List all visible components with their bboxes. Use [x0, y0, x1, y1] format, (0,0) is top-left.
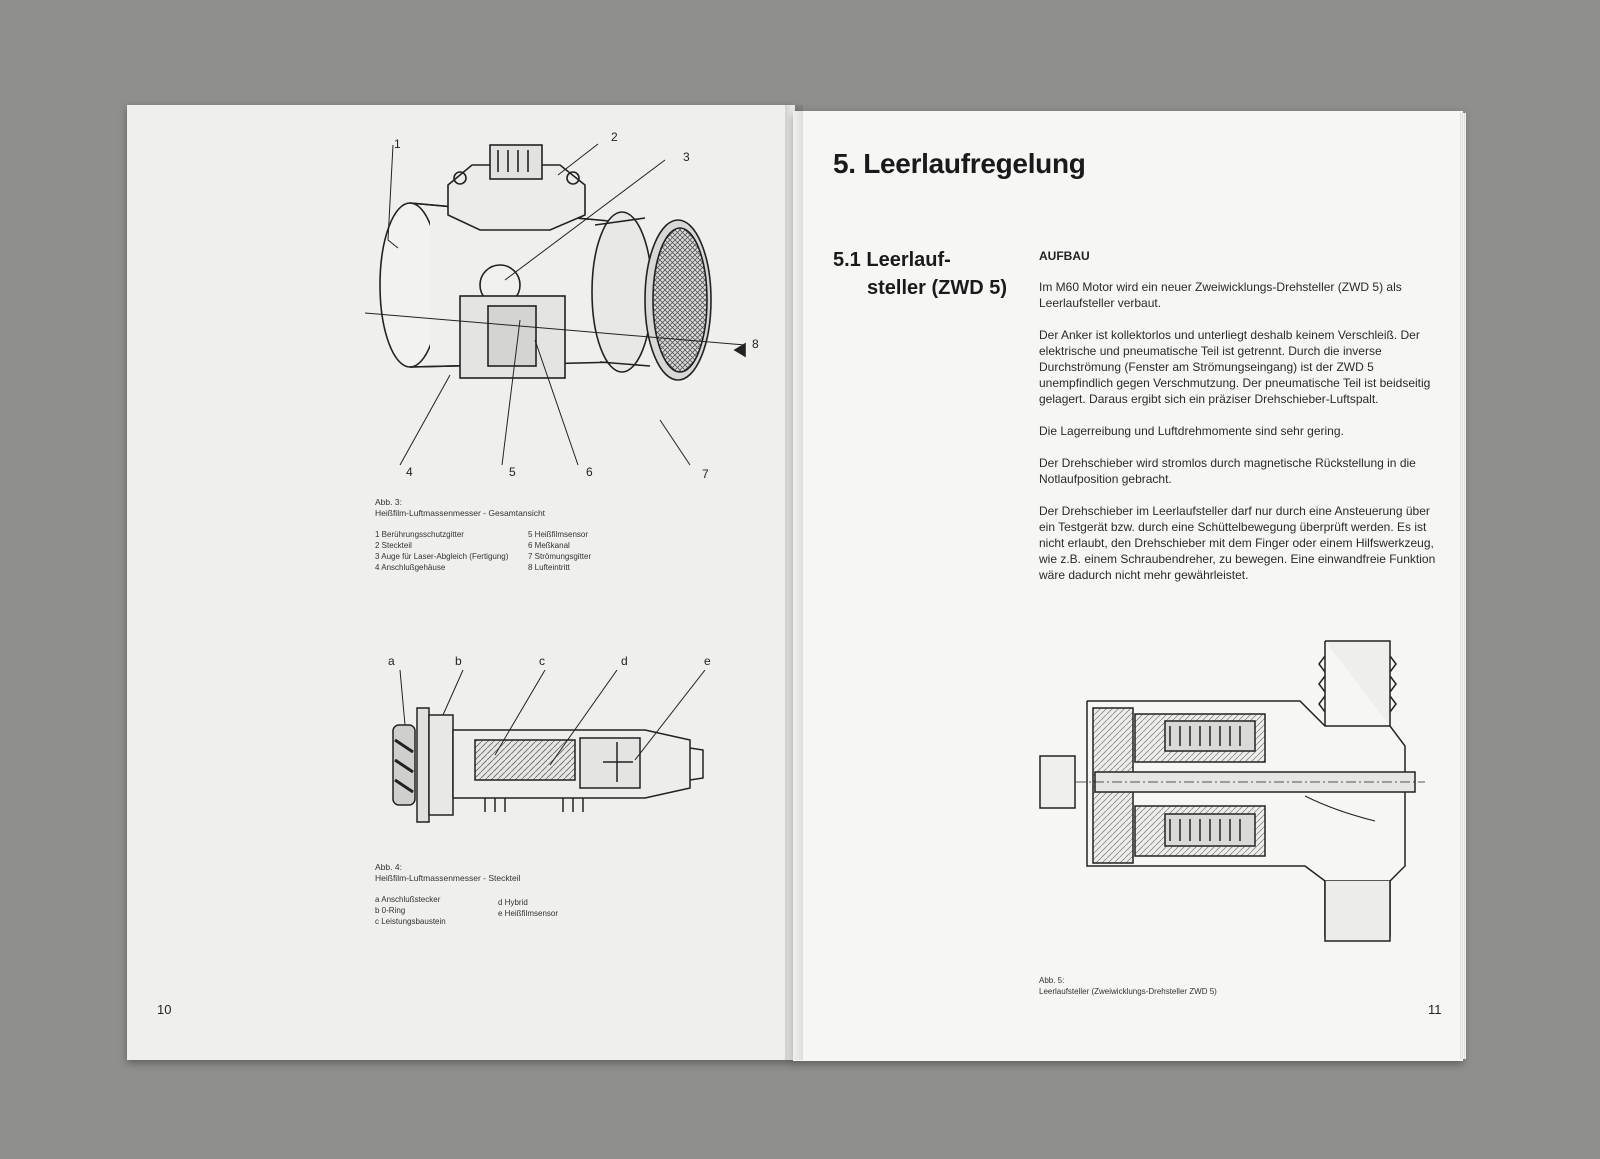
section-title: 5.1 Leerlauf- steller (ZWD 5): [833, 246, 1007, 302]
legend-item: 2 Steckteil: [375, 541, 412, 550]
figure-5-caption-title: Leerlaufsteller (Zweiwicklungs-Drehstell…: [1039, 987, 1217, 996]
legend-item: e Heißfilmsensor: [498, 909, 559, 918]
callout-2: 2: [611, 130, 618, 144]
figure-4-caption-number: Abb. 4:: [375, 862, 402, 872]
figure-4-legend-left: a Anschlußstecker b 0-Ring c Leistungsba…: [375, 894, 446, 927]
book-gutter: [785, 105, 803, 1060]
callout-1: 1: [394, 137, 401, 151]
paragraph: Der Drehschieber im Leerlaufsteller darf…: [1039, 504, 1436, 582]
callout-4: 4: [406, 465, 413, 479]
figure-3-caption: Abb. 3: Heißfilm-Luftmassenmesser - Gesa…: [375, 497, 545, 519]
legend-item: 8 Lufteintritt: [528, 563, 570, 572]
figure-3-legend-left: 1 Berührungsschutzgitter 2 Steckteil 3 A…: [375, 529, 508, 573]
body-text: Im M60 Motor wird ein neuer Zweiwicklung…: [1039, 279, 1439, 599]
figure-3-caption-title: Heißfilm-Luftmassenmesser - Gesamtansich…: [375, 508, 546, 518]
figure-3-air-mass-meter-drawing: [364, 143, 746, 466]
section-title-line-1: 5.1 Leerlauf-: [833, 249, 951, 271]
figure-5-caption-number: Abb. 5:: [1039, 976, 1065, 985]
chapter-title: 5. Leerlaufregelung: [833, 148, 1086, 179]
legend-item: 3 Auge für Laser-Abgleich (Fertigung): [375, 552, 509, 561]
legend-item: 6 Meßkanal: [528, 541, 570, 550]
figure-3-caption-number: Abb. 3:: [375, 497, 402, 507]
callout-3: 3: [683, 150, 690, 164]
callout-d: d: [621, 654, 628, 668]
callout-6: 6: [586, 465, 593, 479]
figure-5-idle-actuator-drawing: [1039, 640, 1425, 942]
figure-4-caption-title: Heißfilm-Luftmassenmesser - Steckteil: [375, 873, 521, 883]
legend-item: c Leistungsbaustein: [375, 917, 446, 926]
legend-item: 5 Heißfilmsensor: [528, 530, 589, 539]
subheading: AUFBAU: [1039, 249, 1090, 263]
figure-4-plug-in-part-drawing: [392, 670, 706, 823]
figure-4-legend-right: d Hybrid e Heißfilmsensor: [498, 897, 558, 919]
legend-item: 1 Berührungsschutzgitter: [375, 530, 464, 539]
left-page-number: 10: [157, 1002, 172, 1017]
section-title-line-2: steller (ZWD 5): [867, 277, 1008, 299]
paragraph: Der Anker ist kollektorlos und unterlieg…: [1039, 328, 1431, 406]
figure-4-caption: Abb. 4: Heißfilm-Luftmassenmesser - Stec…: [375, 862, 520, 884]
legend-item: 4 Anschlußgehäuse: [375, 563, 446, 572]
callout-8: 8: [752, 337, 759, 351]
paragraph: Im M60 Motor wird ein neuer Zweiwicklung…: [1039, 280, 1402, 310]
callout-a: a: [388, 654, 395, 668]
legend-item: d Hybrid: [498, 898, 528, 907]
legend-item: b 0-Ring: [375, 906, 406, 915]
callout-c: c: [539, 654, 545, 668]
paragraph: Der Drehschieber wird stromlos durch mag…: [1039, 456, 1416, 486]
callout-5: 5: [509, 465, 516, 479]
legend-item: a Anschlußstecker: [375, 895, 441, 904]
callout-b: b: [455, 654, 462, 668]
figure-3-legend-right: 5 Heißfilmsensor 6 Meßkanal 7 Strömungsg…: [528, 529, 591, 573]
legend-item: 7 Strömungsgitter: [528, 552, 592, 561]
figure-5-caption: Abb. 5: Leerlaufsteller (Zweiwicklungs-D…: [1039, 975, 1217, 997]
callout-e: e: [704, 654, 711, 668]
page-edges: [1460, 113, 1466, 1059]
paragraph: Die Lagerreibung und Luftdrehmomente sin…: [1039, 424, 1344, 438]
right-page-number: 11: [1428, 1002, 1442, 1017]
callout-7: 7: [702, 467, 709, 481]
